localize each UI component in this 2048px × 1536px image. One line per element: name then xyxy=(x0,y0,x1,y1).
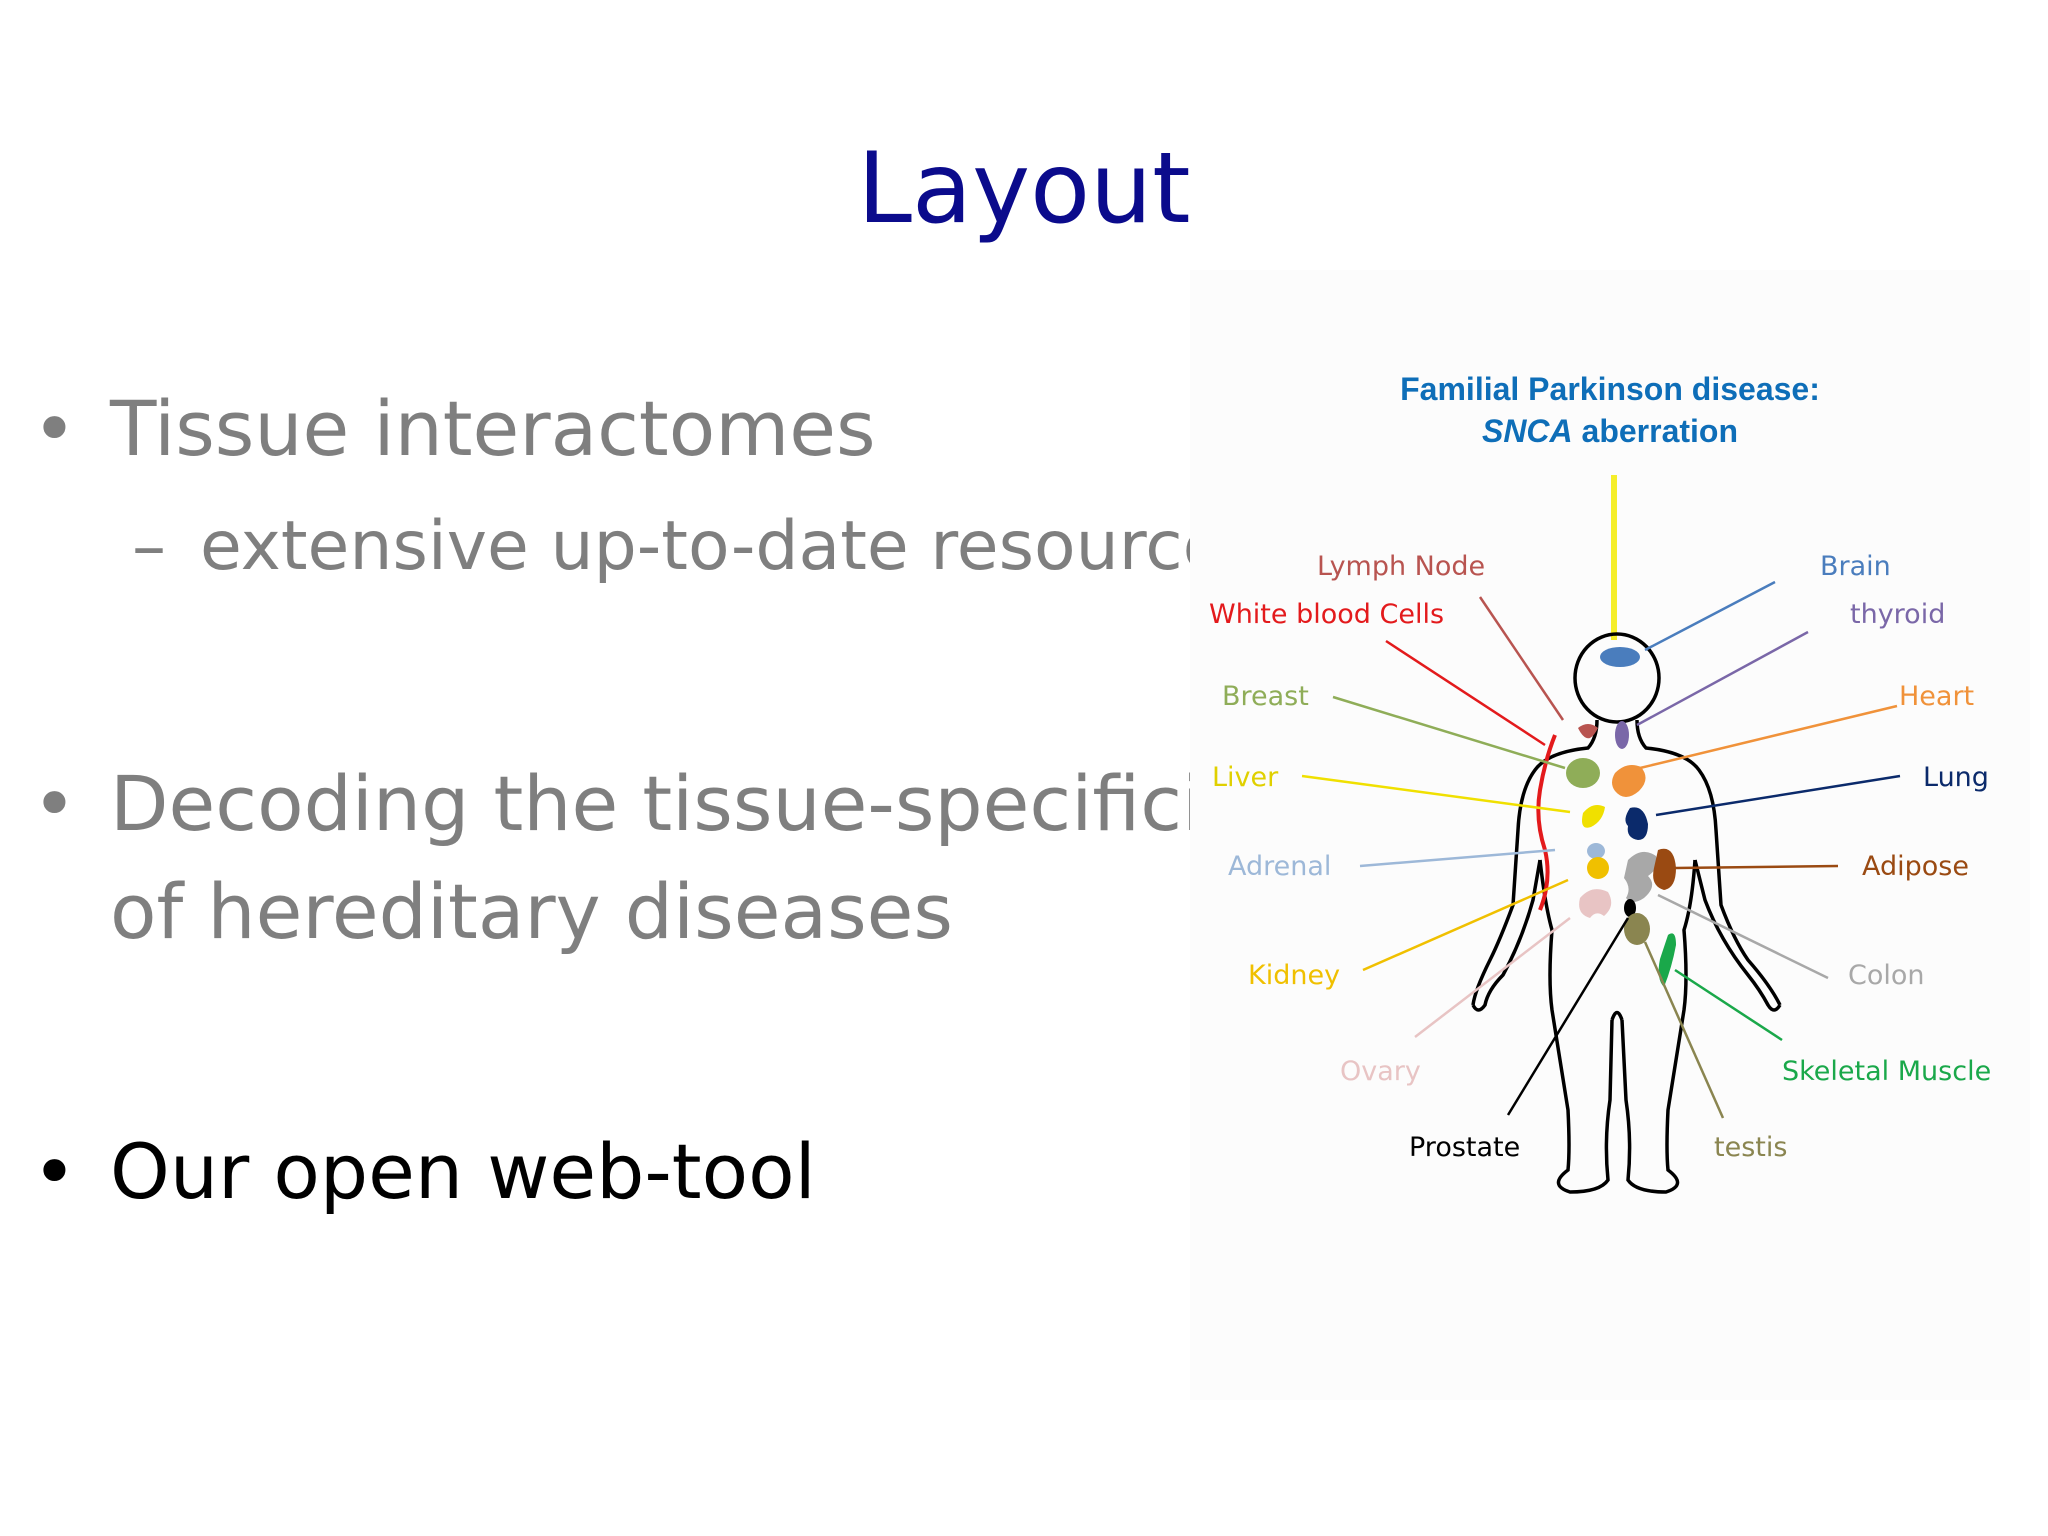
skeletal-muscle-organ xyxy=(1658,933,1676,987)
prostate-organ xyxy=(1624,899,1636,917)
lymph-node-organ xyxy=(1578,724,1598,739)
bullet-text: of hereditary diseases xyxy=(110,867,954,956)
liver-line xyxy=(1301,774,1571,814)
body-silhouette xyxy=(1471,632,1782,1194)
label-thyroid: thyroid xyxy=(1850,599,1946,630)
thyroid-organ xyxy=(1615,721,1629,749)
sub-bullet-text: extensive up-to-date resource xyxy=(200,507,1225,586)
liver-organ xyxy=(1582,805,1605,828)
label-ovary: Ovary xyxy=(1340,1056,1421,1087)
ovary-organ xyxy=(1579,889,1612,918)
figure-title: Familial Parkinson disease: SNCA aberrat… xyxy=(1290,368,1930,452)
label-brain: Brain xyxy=(1820,551,1891,582)
heart-organ xyxy=(1612,765,1646,797)
bullet-dot: • xyxy=(32,759,77,848)
colon-line xyxy=(1657,893,1829,980)
bullet-text: Tissue interactomes xyxy=(110,384,876,473)
label-white-blood-cells: White blood Cells xyxy=(1209,599,1445,630)
label-liver: Liver xyxy=(1212,762,1279,793)
slide-title: Layout xyxy=(857,132,1191,246)
adipose-organ xyxy=(1653,848,1676,890)
adrenal-line xyxy=(1359,848,1556,868)
bullet-text: Our open web-tool xyxy=(110,1127,816,1216)
label-lymph-node: Lymph Node xyxy=(1317,551,1486,582)
label-colon: Colon xyxy=(1848,960,1925,991)
label-lung: Lung xyxy=(1923,762,1989,793)
label-breast: Breast xyxy=(1222,681,1309,712)
brain-organ xyxy=(1600,647,1640,667)
sub-bullet-dash: – xyxy=(132,507,166,586)
body-map-figure xyxy=(1190,270,2030,1400)
skeletal-muscle-line xyxy=(1674,968,1783,1042)
white-blood-cells-line xyxy=(1385,639,1546,747)
label-testis: testis xyxy=(1714,1132,1788,1163)
bullet-decoding-line2: of hereditary diseases xyxy=(110,858,953,966)
thyroid-line xyxy=(1636,630,1809,727)
adrenal-organ xyxy=(1587,843,1605,859)
bullet-decoding: • Decoding the tissue-specificity xyxy=(32,750,1278,858)
label-prostate: Prostate xyxy=(1409,1132,1521,1163)
bullet-text: Decoding the tissue-specificity xyxy=(110,759,1278,848)
sub-bullet-resource: – extensive up-to-date resource xyxy=(132,497,1225,597)
lung-organ xyxy=(1625,807,1648,840)
label-adipose: Adipose xyxy=(1862,851,1969,882)
testis-organ xyxy=(1624,913,1650,945)
label-skeletal-muscle: Skeletal Muscle xyxy=(1782,1056,1992,1087)
kidney-organ xyxy=(1587,857,1609,879)
brain-line xyxy=(1644,580,1776,652)
kidney-line xyxy=(1362,878,1569,972)
ovary-line xyxy=(1414,917,1571,1038)
colon-organ xyxy=(1624,851,1657,902)
label-adrenal: Adrenal xyxy=(1228,851,1332,882)
bullet-web-tool: • Our open web-tool xyxy=(32,1118,816,1226)
breast-organ xyxy=(1566,758,1600,788)
prostate-line xyxy=(1506,917,1630,1116)
label-kidney: Kidney xyxy=(1248,960,1341,991)
testis-line xyxy=(1643,941,1725,1119)
figure-title-line2: SNCA aberration xyxy=(1290,410,1930,452)
lung-line xyxy=(1655,774,1901,817)
figure-title-gene: SNCA xyxy=(1481,413,1573,449)
bullet-tissue-interactomes: • Tissue interactomes xyxy=(32,375,876,483)
bullet-dot: • xyxy=(32,384,77,473)
heart-line xyxy=(1639,704,1898,770)
adipose-line xyxy=(1674,864,1839,870)
figure-title-line1: Familial Parkinson disease: xyxy=(1400,371,1820,407)
label-heart: Heart xyxy=(1899,681,1975,712)
figure-title-rest: aberration xyxy=(1572,413,1739,449)
bullet-dot: • xyxy=(32,1127,77,1216)
breast-line xyxy=(1332,695,1566,770)
lymph-node-line xyxy=(1478,596,1565,721)
